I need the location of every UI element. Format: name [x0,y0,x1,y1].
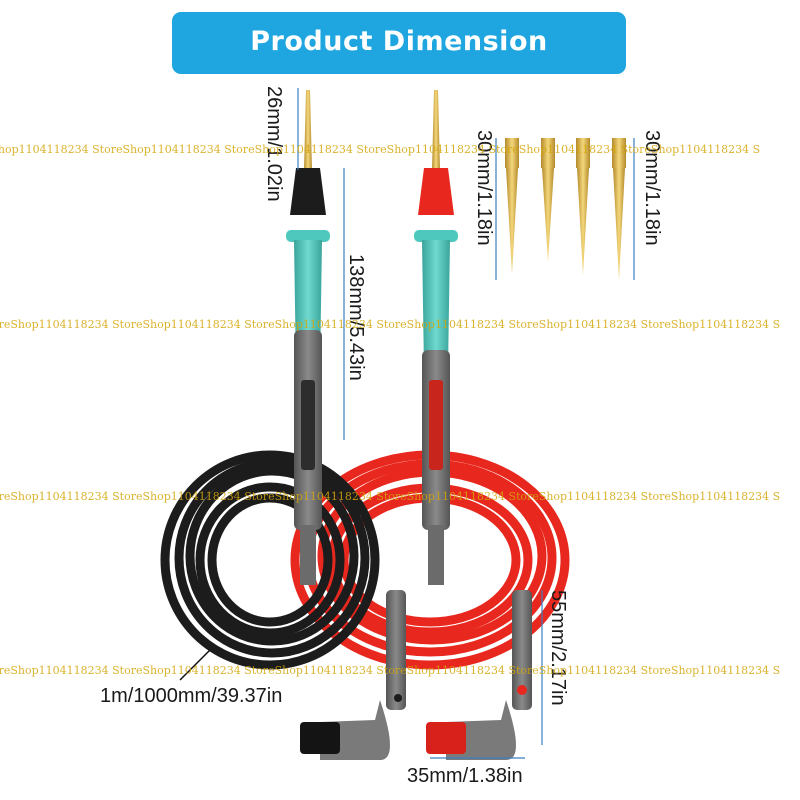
gold-tip-4 [612,138,626,280]
gold-tip-1 [505,138,519,275]
black-coiled-cable [160,450,380,670]
probe-black-icon [286,90,330,585]
gold-tip-icons [505,138,626,280]
banana-plug-red-icon [426,590,532,760]
gold-tip-2 [541,138,555,262]
banana-plug-black-icon [300,590,406,760]
header-title: Product Dimension [250,26,548,57]
probe-red-icon [414,90,458,585]
dim-cable-length: 1m/1000mm/39.37in [100,685,283,707]
gold-tip-3 [576,138,590,275]
watermark-row-1: StoreShop1104118234 StoreShop1104118234 … [0,143,760,156]
cable-pointer [179,649,211,681]
watermark-row-4: StoreShop1104118234 StoreShop1104118234 … [0,664,780,677]
dim-plug-width: 35mm/1.38in [407,765,523,787]
watermark-row-2: StoreShop1104118234 StoreShop1104118234 … [0,318,780,331]
watermark-row-3: StoreShop1104118234 StoreShop1104118234 … [0,490,780,503]
dim-plug-height: 55mm/2.17in [547,590,569,706]
dimension-lines [297,88,635,759]
header-banner: Product Dimension [172,12,626,74]
